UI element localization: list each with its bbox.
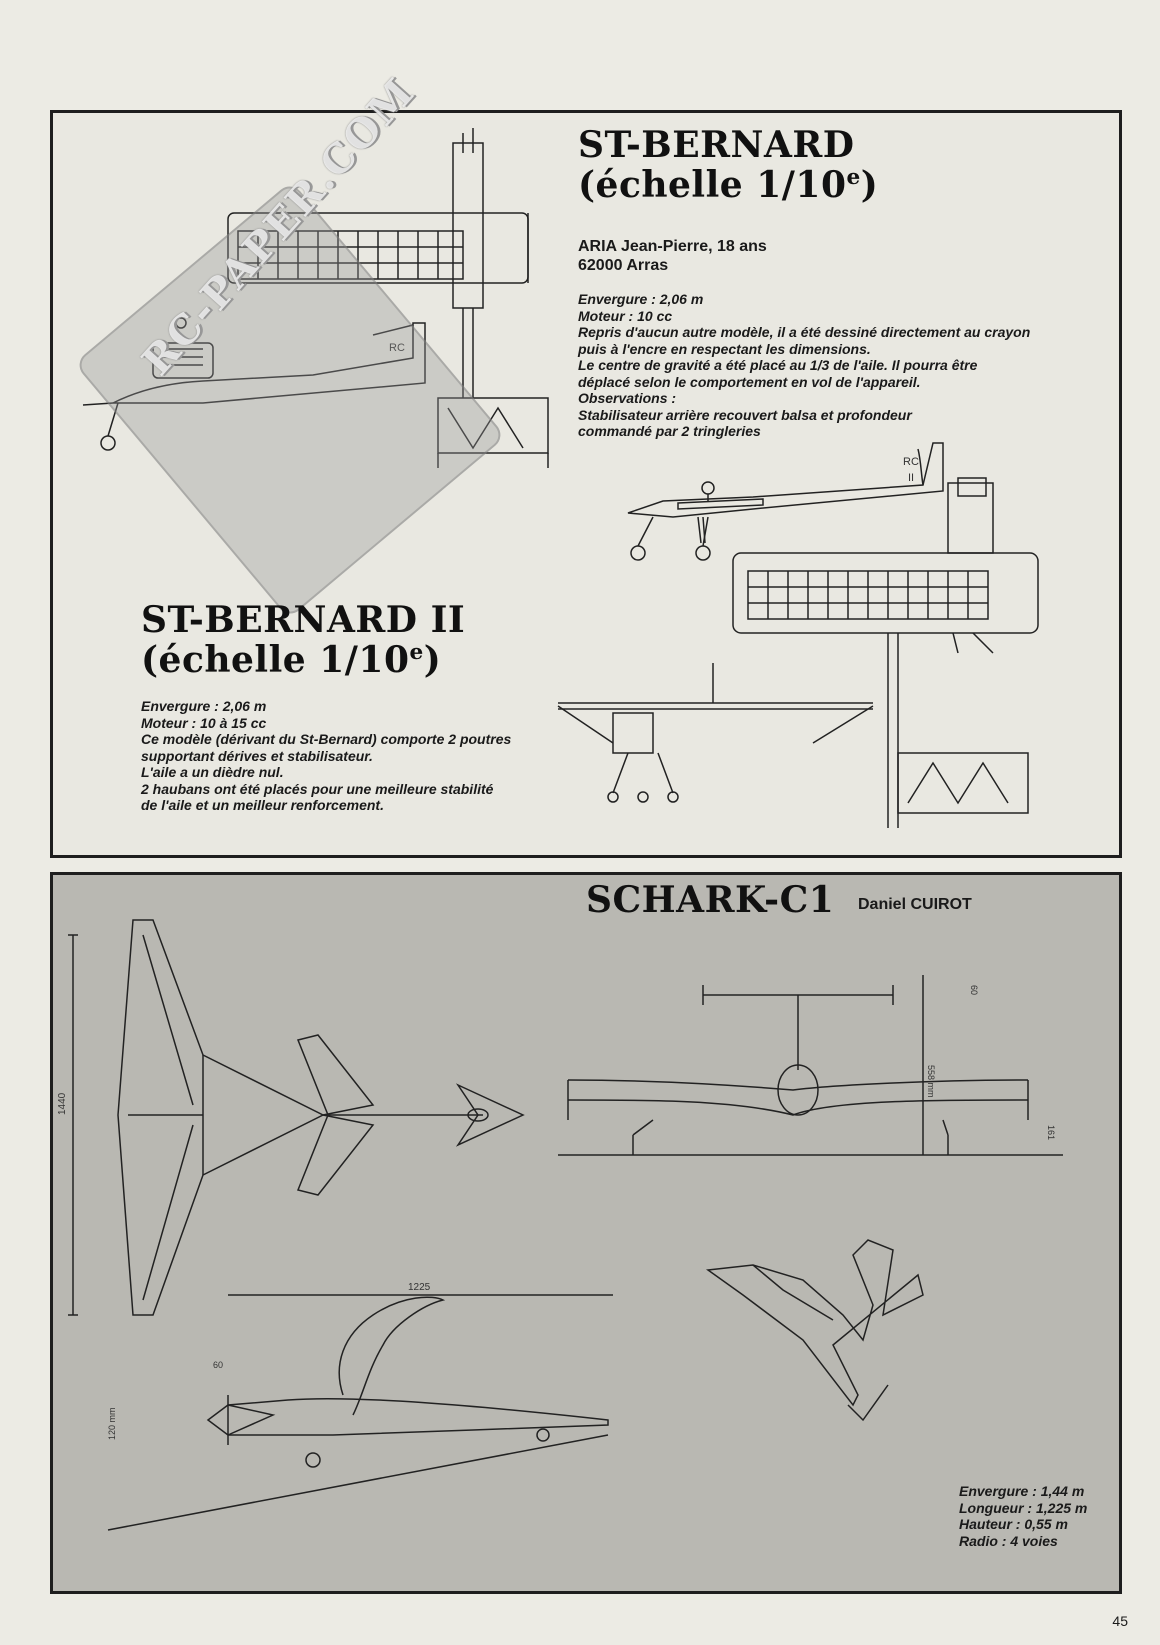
- schark-title: SCHARK-C1: [586, 879, 835, 921]
- st-bernard-ii-front-view: [557, 663, 874, 803]
- st-bernard-specs: Envergure : 2,06 m Moteur : 10 cc Repris…: [578, 291, 1031, 439]
- st-bernard-ii-top-view: [732, 477, 1039, 828]
- st-bernard-author: ARIA Jean-Pierre, 18 ans 62000 Arras: [578, 238, 767, 274]
- st-bernard-drawings: RC RC II: [82, 128, 1039, 828]
- st-bernard-panel: RC RC II: [50, 69, 1122, 858]
- schark-specs: Envergure : 1,44 m Longueur : 1,225 m Ha…: [959, 1483, 1088, 1549]
- st-bernard-ii-title-line2: (échelle 1/10e): [141, 638, 442, 681]
- dim-60-front: 60: [969, 985, 979, 995]
- dim-161: 161: [1046, 1125, 1056, 1140]
- schark-drawings: 1440 558 mm 60 161 1225 60 12: [57, 919, 1063, 1531]
- schark-side-view: 1225 60 120 mm: [107, 1282, 613, 1531]
- st-bernard-top-view: [227, 128, 549, 468]
- dim-60-side: 60: [213, 1360, 223, 1370]
- st-bernard-title-line1: ST-BERNARD: [578, 124, 855, 166]
- rc-label: RC: [903, 456, 919, 468]
- st-bernard-side-view: RC: [82, 317, 426, 451]
- schark-author: Daniel CUIROT: [858, 896, 972, 913]
- st-bernard-ii-title: ST-BERNARD II (échelle 1/10e): [141, 599, 466, 681]
- st-bernard-rc-label: RC: [389, 342, 405, 354]
- dim-1225: 1225: [408, 1282, 431, 1293]
- dim-120: 120 mm: [107, 1407, 117, 1440]
- st-bernard-ii-specs: Envergure : 2,06 m Moteur : 10 à 15 cc C…: [141, 698, 512, 813]
- page-number: 45: [1112, 1613, 1128, 1629]
- st-bernard-ii-title-line1: ST-BERNARD II: [141, 599, 466, 641]
- st-bernard-ii-side-view: RC II: [627, 442, 944, 561]
- st-bernard-title: ST-BERNARD (échelle 1/10e): [578, 124, 879, 206]
- dim-558: 558 mm: [926, 1065, 936, 1098]
- rc-ii-label: II: [908, 472, 914, 484]
- schark-top-view: 1440: [57, 919, 525, 1316]
- dim-span: 1440: [57, 1092, 68, 1115]
- schark-3d-view: [705, 1239, 924, 1422]
- st-bernard-title-line2: (échelle 1/10e): [578, 163, 879, 206]
- schark-panel: 1440 558 mm 60 161 1225 60 12: [50, 872, 1122, 1594]
- schark-front-view: 558 mm 60 161: [558, 975, 1063, 1156]
